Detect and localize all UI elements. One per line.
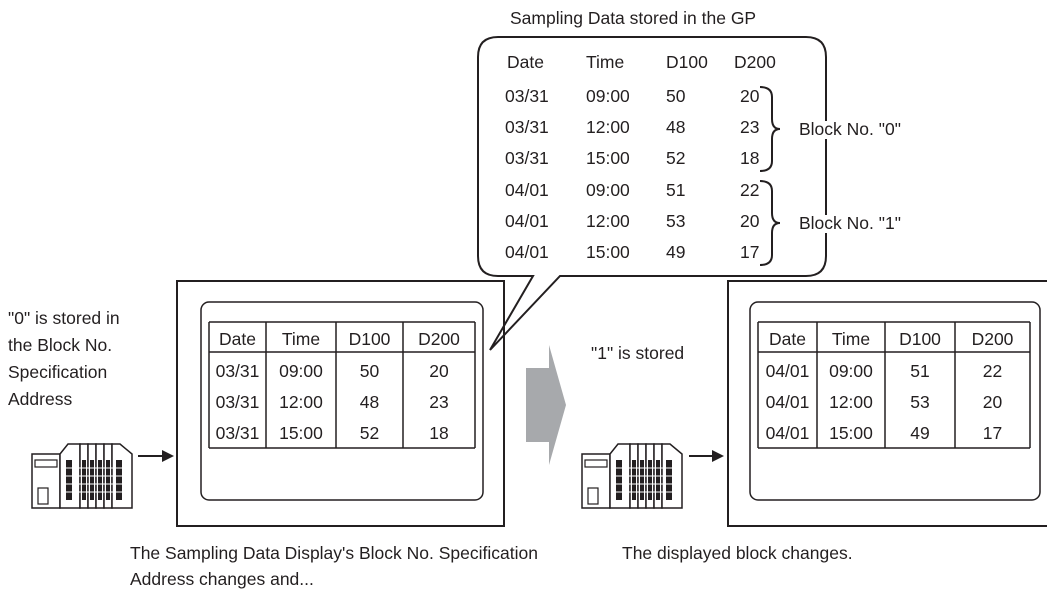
bubble-cell: 12:00 [586, 211, 630, 231]
right-cell: 12:00 [829, 392, 873, 412]
right-header-d200: D200 [971, 329, 1014, 349]
left-cell: 18 [429, 423, 449, 443]
left-plc-icon [31, 443, 133, 509]
bubble-title: Sampling Data stored in the GP [510, 8, 757, 28]
left-cell: 03/31 [215, 423, 260, 443]
right-cell: 15:00 [829, 423, 873, 443]
right-cell: 20 [982, 392, 1003, 412]
bubble-cell: 22 [740, 180, 760, 200]
left-caption-line: The Sampling Data Display's Block No. Sp… [130, 543, 538, 563]
left-cell: 15:00 [279, 423, 323, 443]
left-header-date: Date [219, 329, 256, 349]
bubble-cell: 15:00 [586, 242, 630, 262]
speech-bubble [477, 36, 827, 351]
right-display-screen [749, 301, 1041, 501]
left-cell: 12:00 [279, 392, 323, 412]
left-cell: 09:00 [279, 361, 323, 381]
bubble-cell: 20 [740, 86, 760, 106]
right-display-frame [727, 280, 1047, 527]
bubble-cell: 48 [666, 117, 686, 137]
left-cell: 48 [359, 392, 380, 412]
bubble-header-date: Date [507, 52, 544, 72]
bubble-cell: 04/01 [505, 242, 549, 262]
bubble-cell: 20 [740, 211, 760, 231]
bubble-cell: 49 [666, 242, 686, 262]
right-header-d100: D100 [899, 329, 941, 349]
bubble-cell: 50 [666, 86, 686, 106]
right-cell: 53 [910, 392, 930, 412]
left-note-line: Specification [8, 362, 108, 382]
bubble-cell: 52 [666, 148, 686, 168]
right-plc-arrow [689, 450, 724, 462]
brace-block-0 [759, 86, 781, 172]
right-header-date: Date [769, 329, 806, 349]
bubble-cell: 03/31 [505, 148, 549, 168]
right-cell: 51 [910, 361, 930, 381]
left-note-line: Address [8, 389, 73, 409]
right-cell: 17 [982, 423, 1003, 443]
left-note-line: "0" is stored in [8, 308, 120, 328]
left-display-screen [200, 301, 484, 501]
bubble-cell: 15:00 [586, 148, 630, 168]
bubble-cell: 03/31 [505, 117, 549, 137]
bubble-cell: 18 [740, 148, 760, 168]
right-cell: 22 [982, 361, 1003, 381]
right-cell: 04/01 [765, 423, 810, 443]
bubble-cell: 12:00 [586, 117, 630, 137]
left-display-frame [176, 280, 505, 527]
block-1-label: Block No. "1" [795, 214, 905, 233]
bubble-cell: 04/01 [505, 180, 549, 200]
right-note: "1" is stored [591, 343, 685, 363]
right-header-time: Time [831, 329, 871, 349]
right-cell: 04/01 [765, 361, 810, 381]
left-caption-line: Address changes and... [130, 569, 314, 589]
bubble-cell: 09:00 [586, 86, 630, 106]
right-plc-icon [581, 443, 683, 509]
right-cell: 04/01 [765, 392, 810, 412]
bubble-cell: 23 [740, 117, 760, 137]
transition-arrow [526, 345, 566, 465]
brace-block-1 [759, 180, 781, 266]
bubble-cell: 03/31 [505, 86, 549, 106]
right-cell: 49 [910, 423, 930, 443]
bubble-cell: 04/01 [505, 211, 549, 231]
bubble-cell: 09:00 [586, 180, 630, 200]
bubble-cell: 53 [666, 211, 686, 231]
bubble-header-time: Time [586, 52, 625, 72]
left-header-d100: D100 [348, 329, 391, 349]
left-cell: 50 [359, 361, 380, 381]
left-cell: 03/31 [215, 361, 260, 381]
left-plc-arrow [138, 450, 174, 462]
bubble-header-d100: D100 [666, 52, 708, 72]
left-cell: 03/31 [215, 392, 260, 412]
left-cell: 20 [429, 361, 449, 381]
left-header-time: Time [281, 329, 321, 349]
right-caption: The displayed block changes. [622, 543, 853, 563]
left-cell: 23 [429, 392, 449, 412]
right-cell: 09:00 [829, 361, 873, 381]
bubble-cell: 17 [740, 242, 760, 262]
bubble-header-d200: D200 [734, 52, 776, 72]
left-cell: 52 [359, 423, 380, 443]
bubble-cell: 51 [666, 180, 686, 200]
block-0-label: Block No. "0" [795, 120, 905, 139]
left-note-line: the Block No. [8, 335, 113, 355]
left-header-d200: D200 [418, 329, 460, 349]
